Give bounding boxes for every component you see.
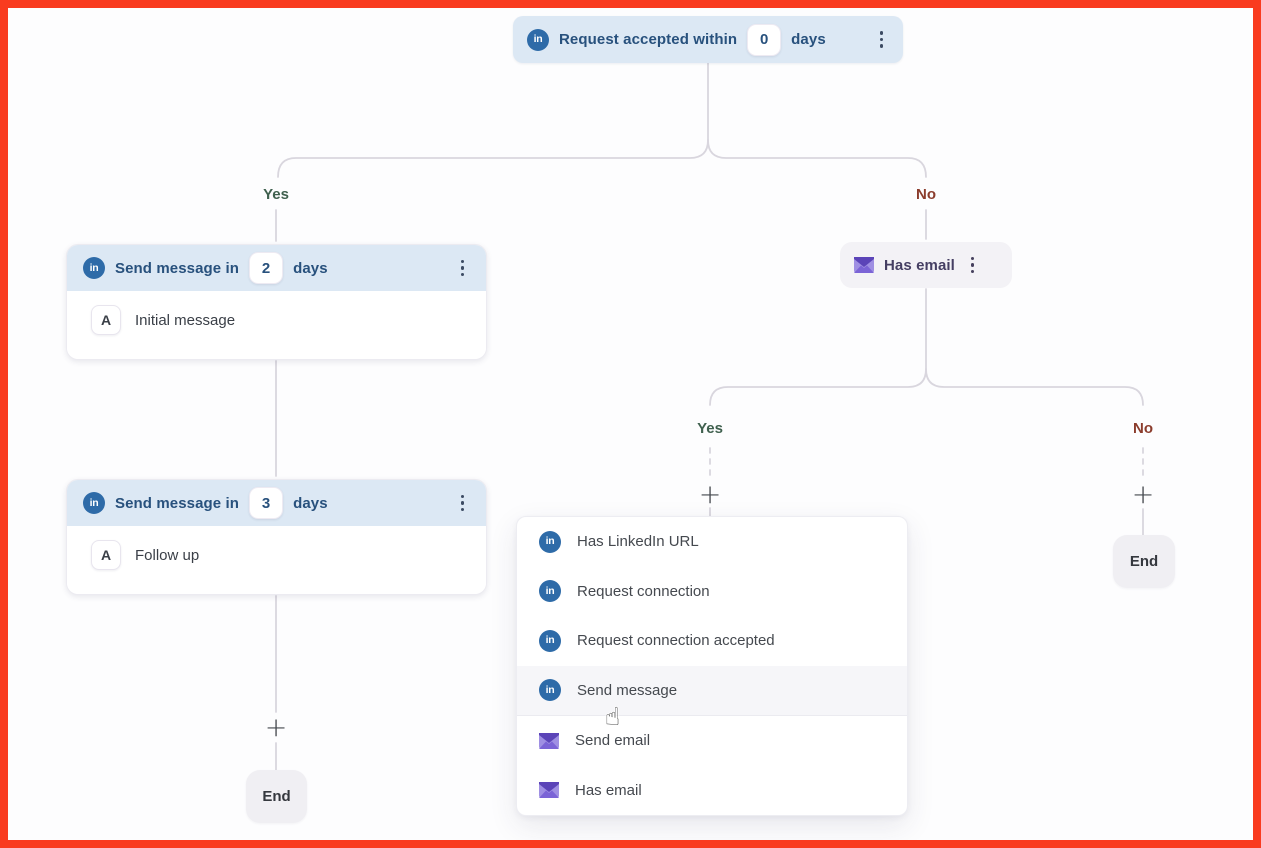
menu-item-has-linkedin-url[interactable]: Has LinkedIn URL	[517, 517, 907, 567]
card-header: Send message in 3 days	[67, 480, 486, 526]
add-step-button[interactable]: +	[264, 712, 288, 744]
linkedin-icon	[83, 257, 105, 279]
days-value-input[interactable]: 2	[249, 252, 284, 284]
linkedin-icon	[539, 530, 561, 553]
add-step-menu: Has LinkedIn URL Request connection Requ…	[516, 516, 908, 816]
card-body[interactable]: A Initial message	[67, 291, 486, 359]
condition-label: Request accepted within	[559, 31, 738, 48]
variant-badge: A	[91, 305, 121, 335]
add-step-button[interactable]: +	[698, 479, 722, 511]
hand-pointer-icon: ☝	[605, 702, 621, 731]
action-card-send-message-1[interactable]: Send message in 2 days A Initial message	[66, 244, 487, 360]
days-unit-label: days	[293, 259, 328, 277]
card-body[interactable]: A Follow up	[67, 526, 486, 594]
condition-node-has-email[interactable]: Has email	[840, 242, 1012, 288]
kebab-icon[interactable]	[965, 253, 981, 278]
email-icon	[539, 782, 559, 799]
linkedin-icon	[527, 28, 549, 51]
kebab-icon[interactable]	[455, 256, 471, 281]
branch-yes-label: Yes	[697, 420, 723, 437]
action-label: Send message in	[115, 494, 240, 512]
linkedin-icon	[539, 679, 561, 702]
menu-item-label: Request connection	[577, 582, 710, 600]
action-card-send-message-2[interactable]: Send message in 3 days A Follow up	[66, 479, 487, 595]
days-value-input[interactable]: 0	[747, 23, 782, 56]
menu-item-request-connection-accepted[interactable]: Request connection accepted	[517, 616, 907, 666]
condition-node-request-accepted[interactable]: Request accepted within 0 days	[513, 16, 903, 63]
menu-item-request-connection[interactable]: Request connection	[517, 567, 907, 617]
kebab-icon[interactable]	[874, 27, 890, 52]
condition-label: Has email	[884, 256, 955, 274]
branch-no-label: No	[1133, 420, 1153, 437]
end-node: End	[246, 770, 307, 823]
menu-item-label: Has LinkedIn URL	[577, 533, 699, 551]
action-label: Send message in	[115, 259, 240, 277]
days-value-input[interactable]: 3	[249, 487, 284, 519]
days-unit-label: days	[293, 494, 328, 512]
menu-item-label: Request connection accepted	[577, 632, 775, 650]
menu-item-send-message[interactable]: Send message	[517, 665, 907, 716]
days-unit-label: days	[791, 31, 826, 48]
message-title: Initial message	[135, 311, 236, 329]
linkedin-icon	[539, 580, 561, 603]
card-header: Send message in 2 days	[67, 245, 486, 291]
linkedin-icon	[83, 492, 105, 514]
variant-badge: A	[91, 540, 121, 570]
email-icon	[539, 732, 559, 749]
branch-no-label: No	[916, 186, 936, 203]
email-icon	[854, 257, 874, 273]
kebab-icon[interactable]	[455, 491, 471, 516]
menu-item-label: Send email	[575, 732, 651, 750]
menu-item-label: Send message	[577, 681, 678, 699]
message-title: Follow up	[135, 546, 200, 564]
end-node: End	[1113, 535, 1175, 588]
menu-item-has-email[interactable]: Has email	[517, 766, 907, 816]
branch-yes-label: Yes	[263, 186, 289, 203]
add-step-button[interactable]: +	[1131, 479, 1155, 511]
menu-item-send-email[interactable]: Send email	[517, 716, 907, 766]
linkedin-icon	[539, 629, 561, 652]
menu-item-label: Has email	[575, 781, 642, 799]
